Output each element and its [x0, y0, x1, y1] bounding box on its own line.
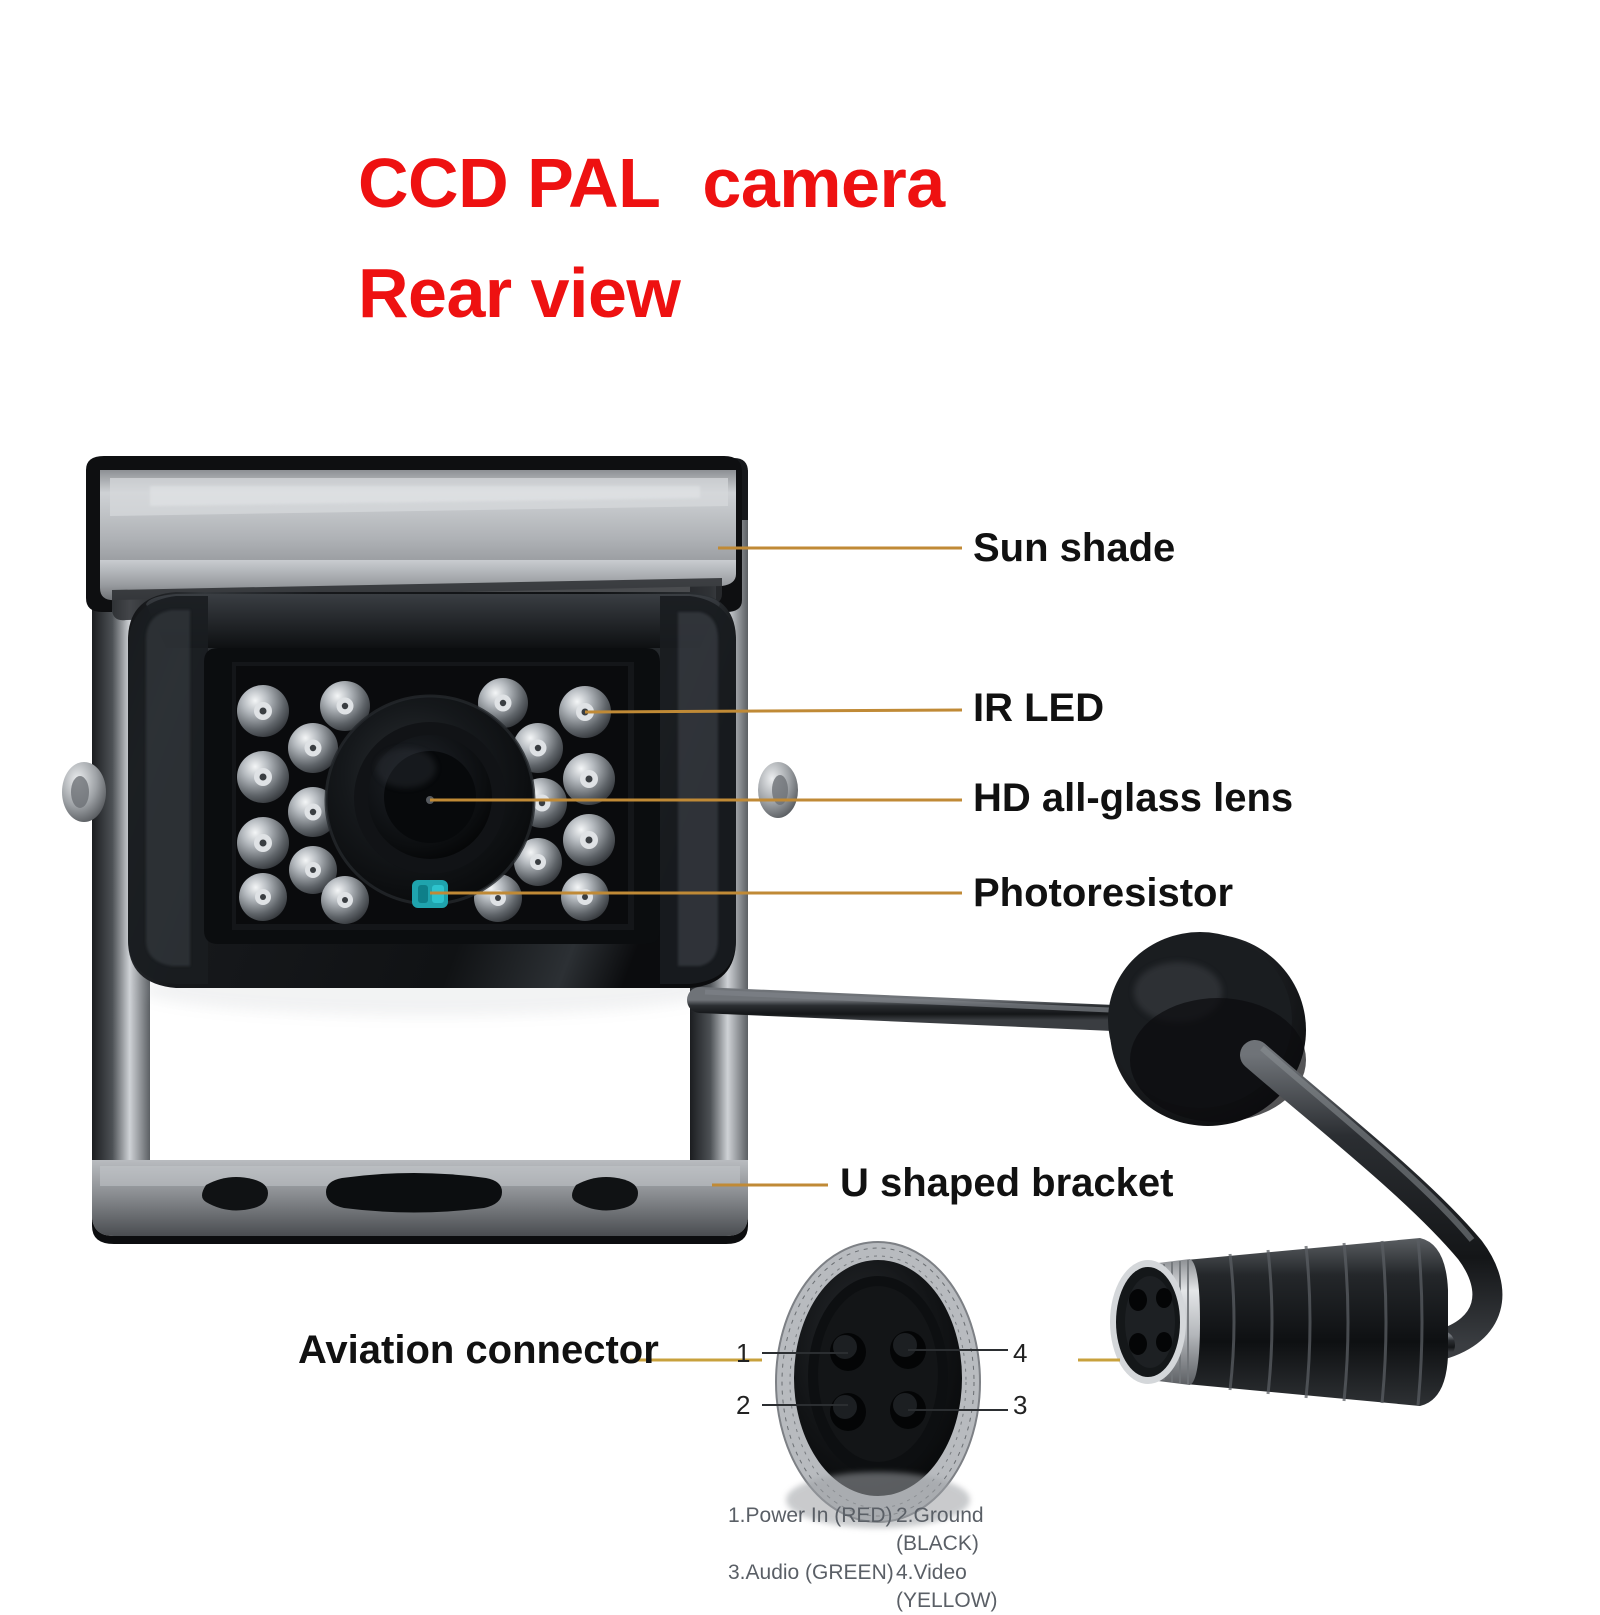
legend-pin-2: 2.Ground (BLACK): [896, 1504, 984, 1556]
title-ccd-pal: CCD PAL: [358, 144, 661, 222]
aviation-connector-socket: [775, 1241, 981, 1528]
pin-number-3: 3: [1013, 1390, 1028, 1420]
sun-shade: [86, 456, 742, 621]
legend-pin-1: 1.Power In (RED): [728, 1504, 893, 1527]
callout-label-hd-all-glass-lens: HD all-glass lens: [973, 776, 1294, 820]
legend-row: 3.Audio (GREEN) 4.Video (YELLOW): [728, 1559, 1058, 1615]
callout-label-sun-shade: Sun shade: [973, 526, 1176, 570]
camera-cable: [687, 932, 1503, 1368]
bracket-mounting-slots: [202, 1173, 638, 1213]
callout-label-u-shaped-bracket: U shaped bracket: [840, 1161, 1174, 1205]
title-camera: camera: [702, 144, 945, 222]
legend-pin-3: 3.Audio (GREEN): [728, 1560, 894, 1584]
pin-number-1: 1: [736, 1338, 751, 1368]
page-title-line-2: Rear view: [358, 254, 681, 332]
legend-row: 1.Power In (RED) 2.Ground (BLACK): [728, 1502, 1058, 1559]
pivot-screw-right: [758, 762, 798, 818]
aviation-connector-plug: [1110, 1238, 1448, 1406]
pivot-screw-left: [62, 762, 106, 822]
pin-leader-lines: [762, 1349, 1008, 1411]
callout-label-ir-led: IR LED: [973, 686, 1105, 730]
pin-number-4: 4: [1013, 1338, 1028, 1368]
callout-label-aviation-connector: Aviation connector: [298, 1328, 659, 1372]
cable-grommet: [1108, 932, 1306, 1126]
leader-ir-led: [584, 708, 963, 714]
camera-body: [62, 592, 798, 1016]
plug-pin-holes: [1129, 1288, 1172, 1355]
pin-number-2: 2: [736, 1390, 751, 1420]
connector-pin-legend: 1.Power In (RED) 2.Ground (BLACK) 3.Audi…: [728, 1502, 1058, 1615]
callout-label-photoresistor: Photoresistor: [973, 871, 1234, 915]
legend-pin-4: 4.Video (YELLOW): [896, 1560, 998, 1613]
callout-leader-lines: [430, 546, 1120, 1362]
